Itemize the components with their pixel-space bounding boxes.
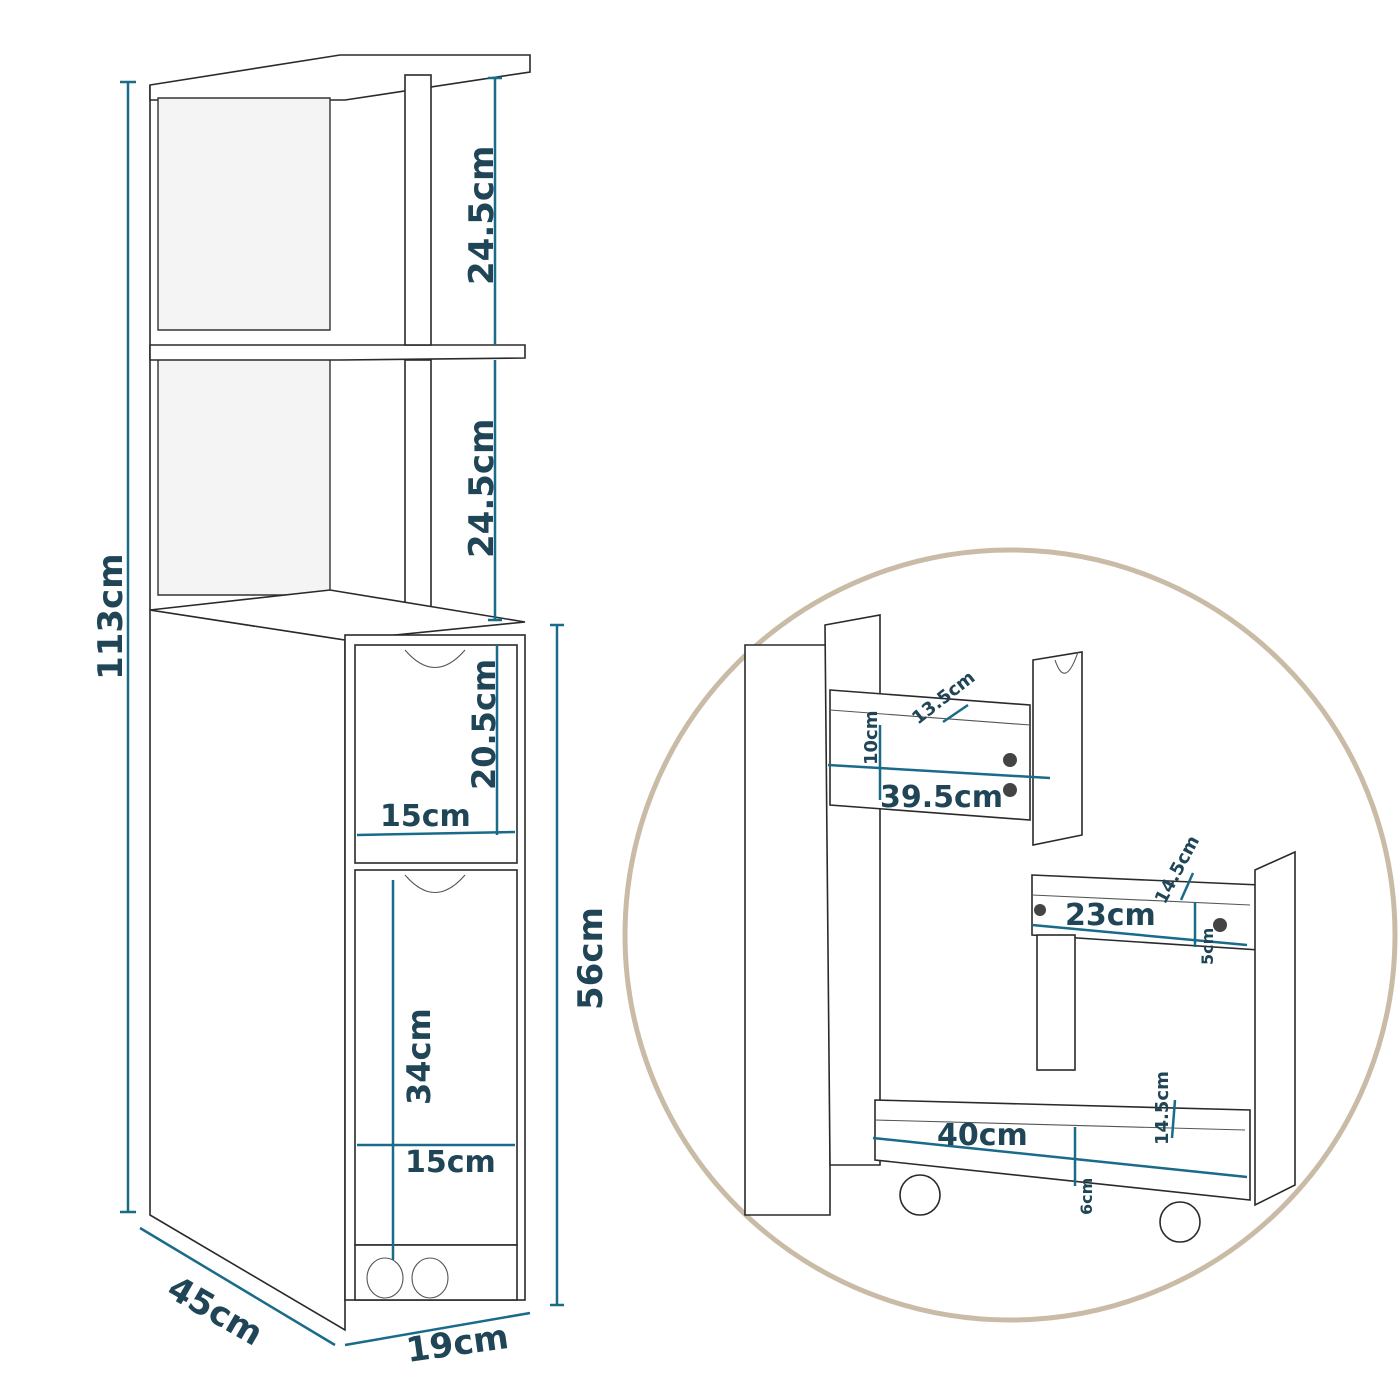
label-upper-tray-length: 23cm xyxy=(1065,898,1156,933)
label-top-shelf-height: 24.5cm xyxy=(462,146,502,285)
label-upper-tray-height: 5cm xyxy=(1198,928,1217,965)
main-cabinet-drawing xyxy=(149,54,531,1332)
label-drawer-height: 20.5cm xyxy=(465,659,503,790)
label-width: 19cm xyxy=(404,1317,511,1371)
label-lower-tray-width: 14.5cm xyxy=(1152,1071,1173,1145)
label-trolley-height: 34cm xyxy=(400,1008,438,1105)
label-total-height: 113cm xyxy=(91,553,131,680)
main-cabinet-dimensions xyxy=(120,76,564,1347)
detail-inset xyxy=(622,547,1398,1323)
label-lower-tray-length: 40cm xyxy=(937,1118,1028,1153)
label-trolley-width: 15cm xyxy=(405,1145,496,1180)
main-cabinet-labels: 113cm 24.5cm 24.5cm 20.5cm 15cm 56cm 34c… xyxy=(91,146,611,1371)
label-lower-tray-height: 6cm xyxy=(1077,1178,1096,1215)
label-depth: 45cm xyxy=(161,1268,270,1354)
label-drawer-inner-height: 10cm xyxy=(861,711,882,765)
label-middle-shelf-height: 24.5cm xyxy=(462,419,502,558)
label-lower-section-height: 56cm xyxy=(571,907,611,1010)
label-drawer-depth: 39.5cm xyxy=(880,780,1003,815)
label-drawer-width: 15cm xyxy=(380,799,471,834)
detail-inset-dimensions xyxy=(827,703,1248,1186)
